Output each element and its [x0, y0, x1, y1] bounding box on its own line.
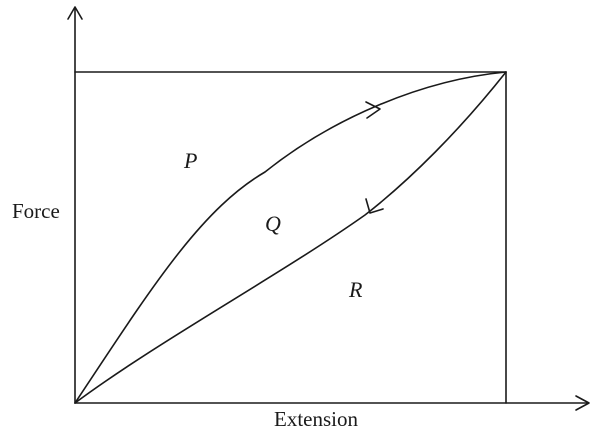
- region-label-p: P: [183, 148, 197, 173]
- region-label-r: R: [348, 277, 363, 302]
- y-axis-arrowhead: [67, 6, 83, 20]
- x-axis-label: Extension: [274, 407, 358, 431]
- loading-arrowhead: [365, 101, 381, 119]
- unloading-arrowhead: [365, 198, 384, 214]
- region-label-q: Q: [265, 211, 281, 236]
- loading-curve: [74, 71, 507, 404]
- y-axis-label: Force: [12, 199, 60, 223]
- x-axis-arrowhead: [575, 395, 590, 411]
- unloading-curve: [74, 71, 507, 404]
